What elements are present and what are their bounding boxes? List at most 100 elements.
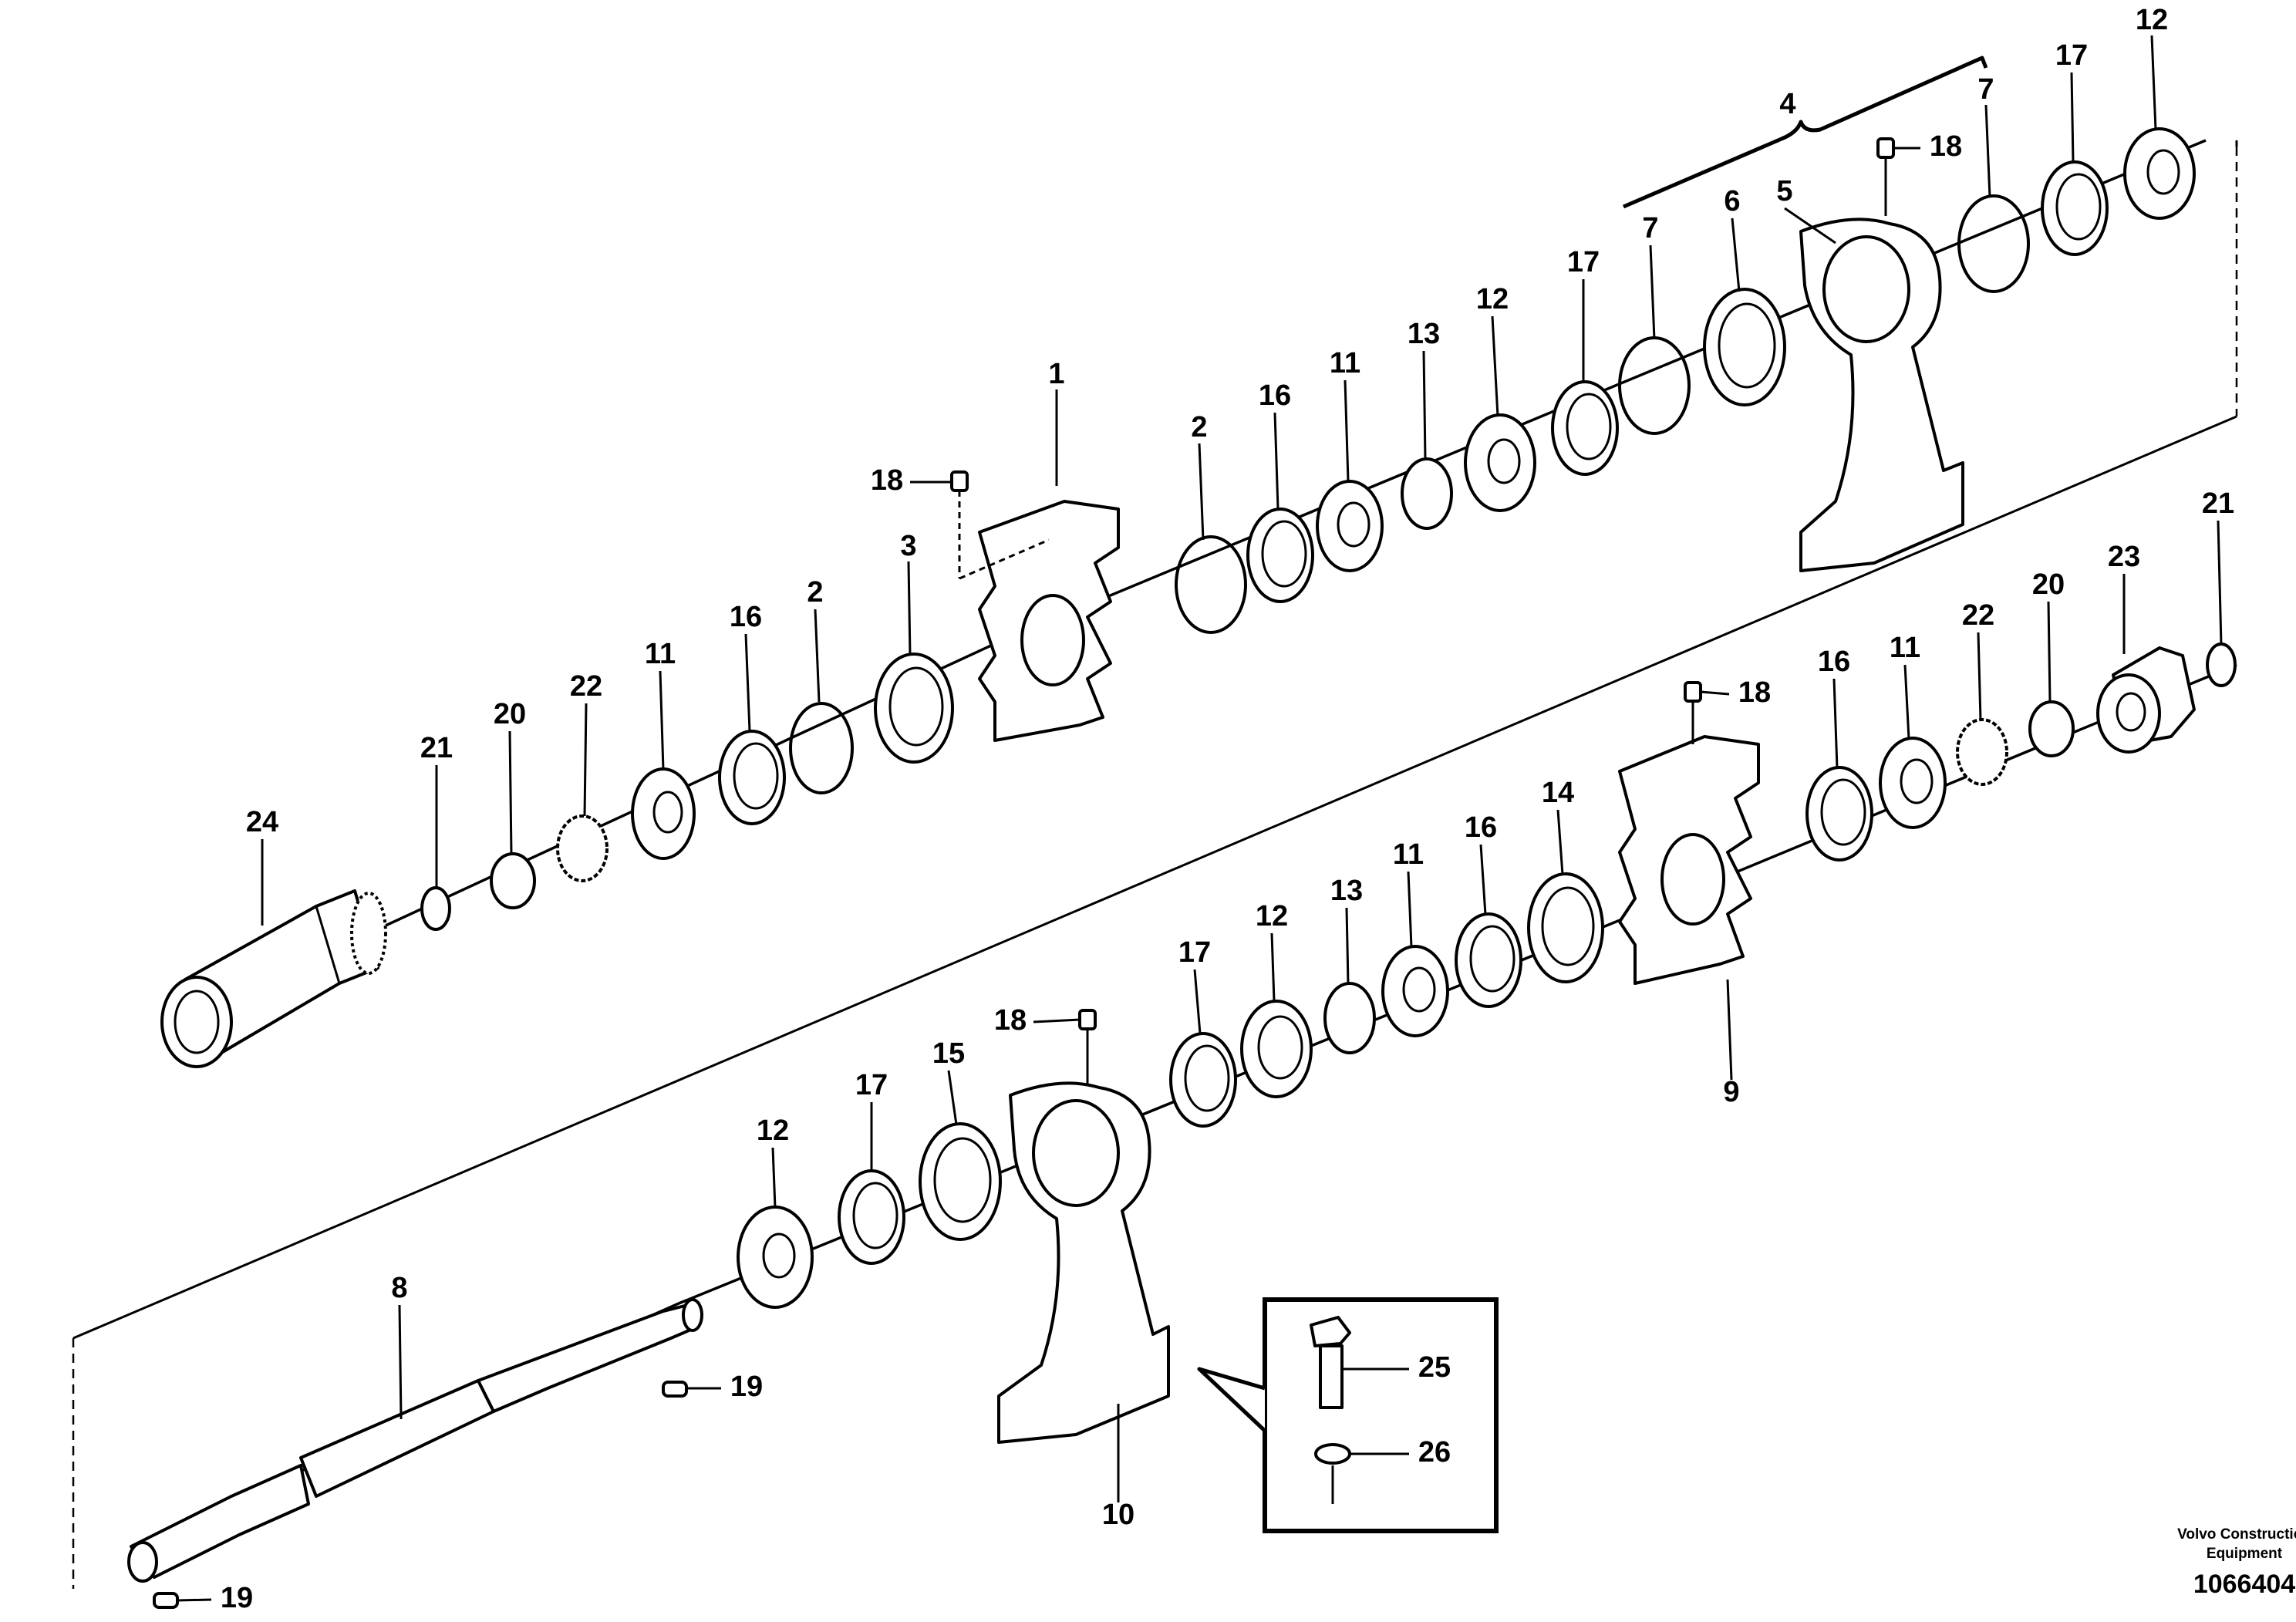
- callout-c25: 25: [1418, 1351, 1451, 1384]
- callout-c19b: 19: [221, 1582, 253, 1614]
- circlip-21a: [420, 886, 451, 931]
- washer-26: [1314, 1443, 1351, 1465]
- callout-c16d: 16: [1465, 811, 1497, 844]
- callout-c12b: 12: [2136, 4, 2168, 36]
- washer-11c: [1879, 737, 1947, 829]
- nipple-18a: [950, 470, 969, 492]
- callout-c16a: 16: [1259, 379, 1291, 412]
- callout-c11b: 11: [645, 638, 676, 670]
- snapring-7b: [1957, 194, 2030, 293]
- lower-row-rings: [737, 642, 2237, 1309]
- lockwasher-22a: [556, 814, 609, 882]
- bolt-head-25: [1310, 1316, 1351, 1347]
- key-19a: [662, 1381, 688, 1398]
- splined-sleeve: [160, 889, 387, 1068]
- callout-c8: 8: [391, 1272, 407, 1304]
- callout-c22a: 22: [570, 670, 602, 703]
- washer-12b: [2123, 127, 2196, 220]
- nipple-18d: [1078, 1009, 1097, 1030]
- callout-c20a: 20: [494, 698, 526, 730]
- key-19b: [153, 1592, 179, 1609]
- bearing-block-9: [1618, 735, 1760, 985]
- callout-c21b: 21: [2202, 487, 2234, 520]
- callout-c12d: 12: [757, 1114, 789, 1147]
- callout-c4: 4: [1779, 88, 1795, 120]
- circlip-21b: [2206, 642, 2237, 687]
- callout-c3: 3: [900, 530, 916, 562]
- snapring-7a: [1618, 336, 1691, 435]
- nipple-18c: [1684, 681, 1702, 703]
- upper-row-rings: [420, 127, 2196, 931]
- callout-c18c: 18: [1738, 676, 1771, 709]
- callout-c12c: 12: [1256, 900, 1288, 932]
- credit-line-2: Equipment: [2207, 1546, 2283, 1562]
- callout-c6: 6: [1724, 185, 1740, 218]
- callout-c17b: 17: [2055, 39, 2088, 72]
- callout-c17c: 17: [1178, 936, 1211, 969]
- spacer-13b: [1323, 982, 1376, 1054]
- arm-5: [1799, 218, 1964, 572]
- shaft-8: [127, 1298, 703, 1583]
- nipple-18b: [1876, 137, 1895, 159]
- callout-c18a: 18: [871, 464, 903, 497]
- callout-c1: 1: [1048, 358, 1064, 390]
- callout-c12a: 12: [1476, 283, 1509, 315]
- callout-c15: 15: [932, 1037, 965, 1070]
- outline-diagonal: [72, 415, 2237, 1340]
- callout-c24: 24: [246, 806, 278, 838]
- seal-16b: [1246, 508, 1314, 603]
- bearing-block-1: [978, 500, 1120, 742]
- bolt-shank-25: [1319, 1344, 1344, 1409]
- callout-c22b: 22: [1962, 599, 1994, 632]
- callout-c19a: 19: [730, 1371, 763, 1403]
- callout-c17d: 17: [855, 1069, 888, 1101]
- assembly-outline: [72, 140, 2238, 1589]
- callout-c11d: 11: [1393, 838, 1424, 871]
- seal-16c: [1805, 766, 1873, 862]
- seal-16a: [718, 730, 786, 825]
- callout-c20b: 20: [2032, 568, 2065, 601]
- callout-c23: 23: [2108, 541, 2140, 573]
- locknut-20a: [490, 852, 536, 909]
- washer-11b: [1316, 480, 1384, 572]
- callout-c16b: 16: [730, 601, 762, 633]
- callout-c18b: 18: [1930, 130, 1962, 163]
- hub-23: [2096, 646, 2196, 754]
- leader-lines: [177, 35, 2223, 1602]
- callout-c11a: 11: [1330, 347, 1360, 379]
- credit-line-1: Volvo Construction: [2177, 1526, 2296, 1543]
- callout-c2b: 2: [807, 576, 823, 609]
- callout-c14: 14: [1542, 777, 1574, 809]
- callout-c7a: 7: [1642, 212, 1658, 244]
- detail-inset: [1197, 1297, 1499, 1533]
- callout-c2a: 2: [1191, 411, 1207, 443]
- callout-c9: 9: [1723, 1076, 1739, 1108]
- lockwasher-22b: [1956, 718, 2008, 786]
- document-number: 1066404: [2193, 1570, 2295, 1599]
- callout-c11c: 11: [1890, 632, 1920, 664]
- seal-17a: [1551, 380, 1619, 476]
- arm-10: [997, 1081, 1170, 1444]
- washer-12a: [1464, 413, 1536, 512]
- callout-c18d: 18: [994, 1004, 1027, 1037]
- seal-17b: [2041, 160, 2109, 256]
- washer-12d: [737, 1206, 814, 1309]
- callout-c21a: 21: [420, 732, 453, 764]
- seal-17c: [1169, 1032, 1237, 1128]
- spacer-13a: [1401, 457, 1453, 530]
- group-4-bracket: [1623, 56, 1988, 209]
- seal-16d: [1455, 912, 1522, 1008]
- callout-c17a: 17: [1567, 246, 1600, 278]
- shaft-axes: [130, 139, 2237, 1548]
- callout-c13a: 13: [1408, 318, 1440, 350]
- callout-c5: 5: [1776, 175, 1792, 207]
- washer-11d: [1381, 945, 1449, 1037]
- callout-c10: 10: [1102, 1499, 1135, 1531]
- washer-11a: [631, 767, 696, 860]
- callout-c16c: 16: [1818, 646, 1850, 678]
- callout-c26: 26: [1418, 1436, 1451, 1469]
- callout-c7b: 7: [1977, 73, 1994, 106]
